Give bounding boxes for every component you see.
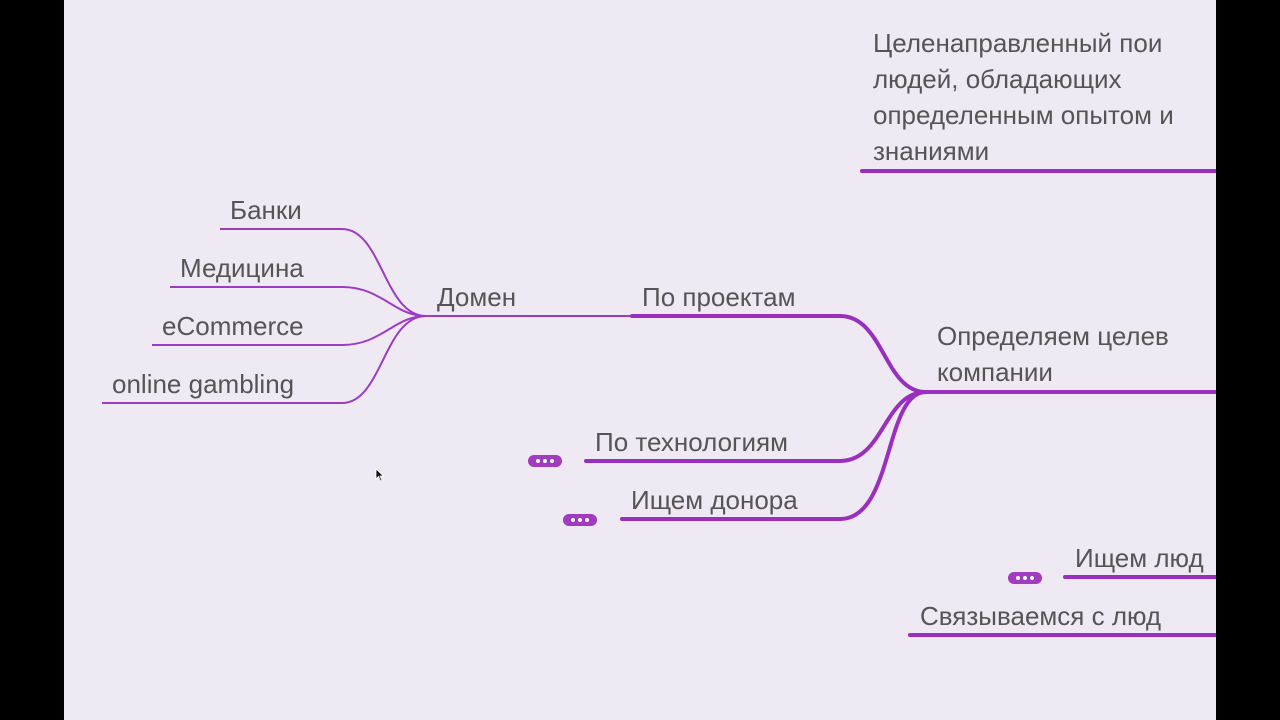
curve-medicine (341, 286, 427, 317)
more-dots-icon (1016, 576, 1020, 580)
collapse-by-tech-button[interactable] (528, 455, 562, 467)
more-dots-icon (571, 518, 575, 522)
node-banks[interactable]: Банки (230, 195, 302, 225)
curve-ecommerce (341, 315, 427, 346)
curve-banks (341, 228, 427, 317)
node-top-note[interactable]: Целенаправленный пои людей, обладающих о… (873, 25, 1174, 169)
curve-find-donor (839, 390, 927, 521)
node-contact-people[interactable]: Связываемся с люд (920, 601, 1162, 631)
node-define-target-line-1: Определяем целев (937, 321, 1169, 351)
curve-by-tech (839, 390, 927, 463)
node-ecommerce[interactable]: eCommerce (162, 311, 304, 341)
node-online-gambling[interactable]: online gambling (112, 369, 295, 399)
collapse-find-donor-button[interactable] (563, 514, 597, 526)
node-find-donor[interactable]: Ищем донора (631, 485, 798, 515)
node-top-note-line-3: определенным опытом и (873, 100, 1174, 130)
node-define-target-line-2: компании (937, 357, 1053, 387)
node-medicine[interactable]: Медицина (180, 253, 304, 283)
node-by-tech[interactable]: По технологиям (595, 427, 789, 457)
node-find-people[interactable]: Ищем люд (1075, 543, 1204, 573)
more-dots-icon (536, 459, 540, 463)
curve-gambling (341, 315, 427, 404)
node-by-projects[interactable]: По проектам (642, 282, 796, 312)
node-define-target[interactable]: Определяем целев компании (937, 318, 1169, 390)
node-top-note-line-1: Целенаправленный пои (873, 28, 1163, 58)
node-top-note-line-2: людей, обладающих (873, 64, 1122, 94)
collapse-find-people-button[interactable] (1008, 572, 1042, 584)
node-top-note-line-4: знаниями (873, 136, 990, 166)
node-domain[interactable]: Домен (437, 282, 517, 312)
connector-lines (102, 169, 1216, 637)
mouse-pointer-icon (375, 468, 385, 482)
mind-map-canvas[interactable]: Целенаправленный пои людей, обладающих о… (64, 0, 1216, 720)
curve-by-projects (839, 314, 927, 394)
